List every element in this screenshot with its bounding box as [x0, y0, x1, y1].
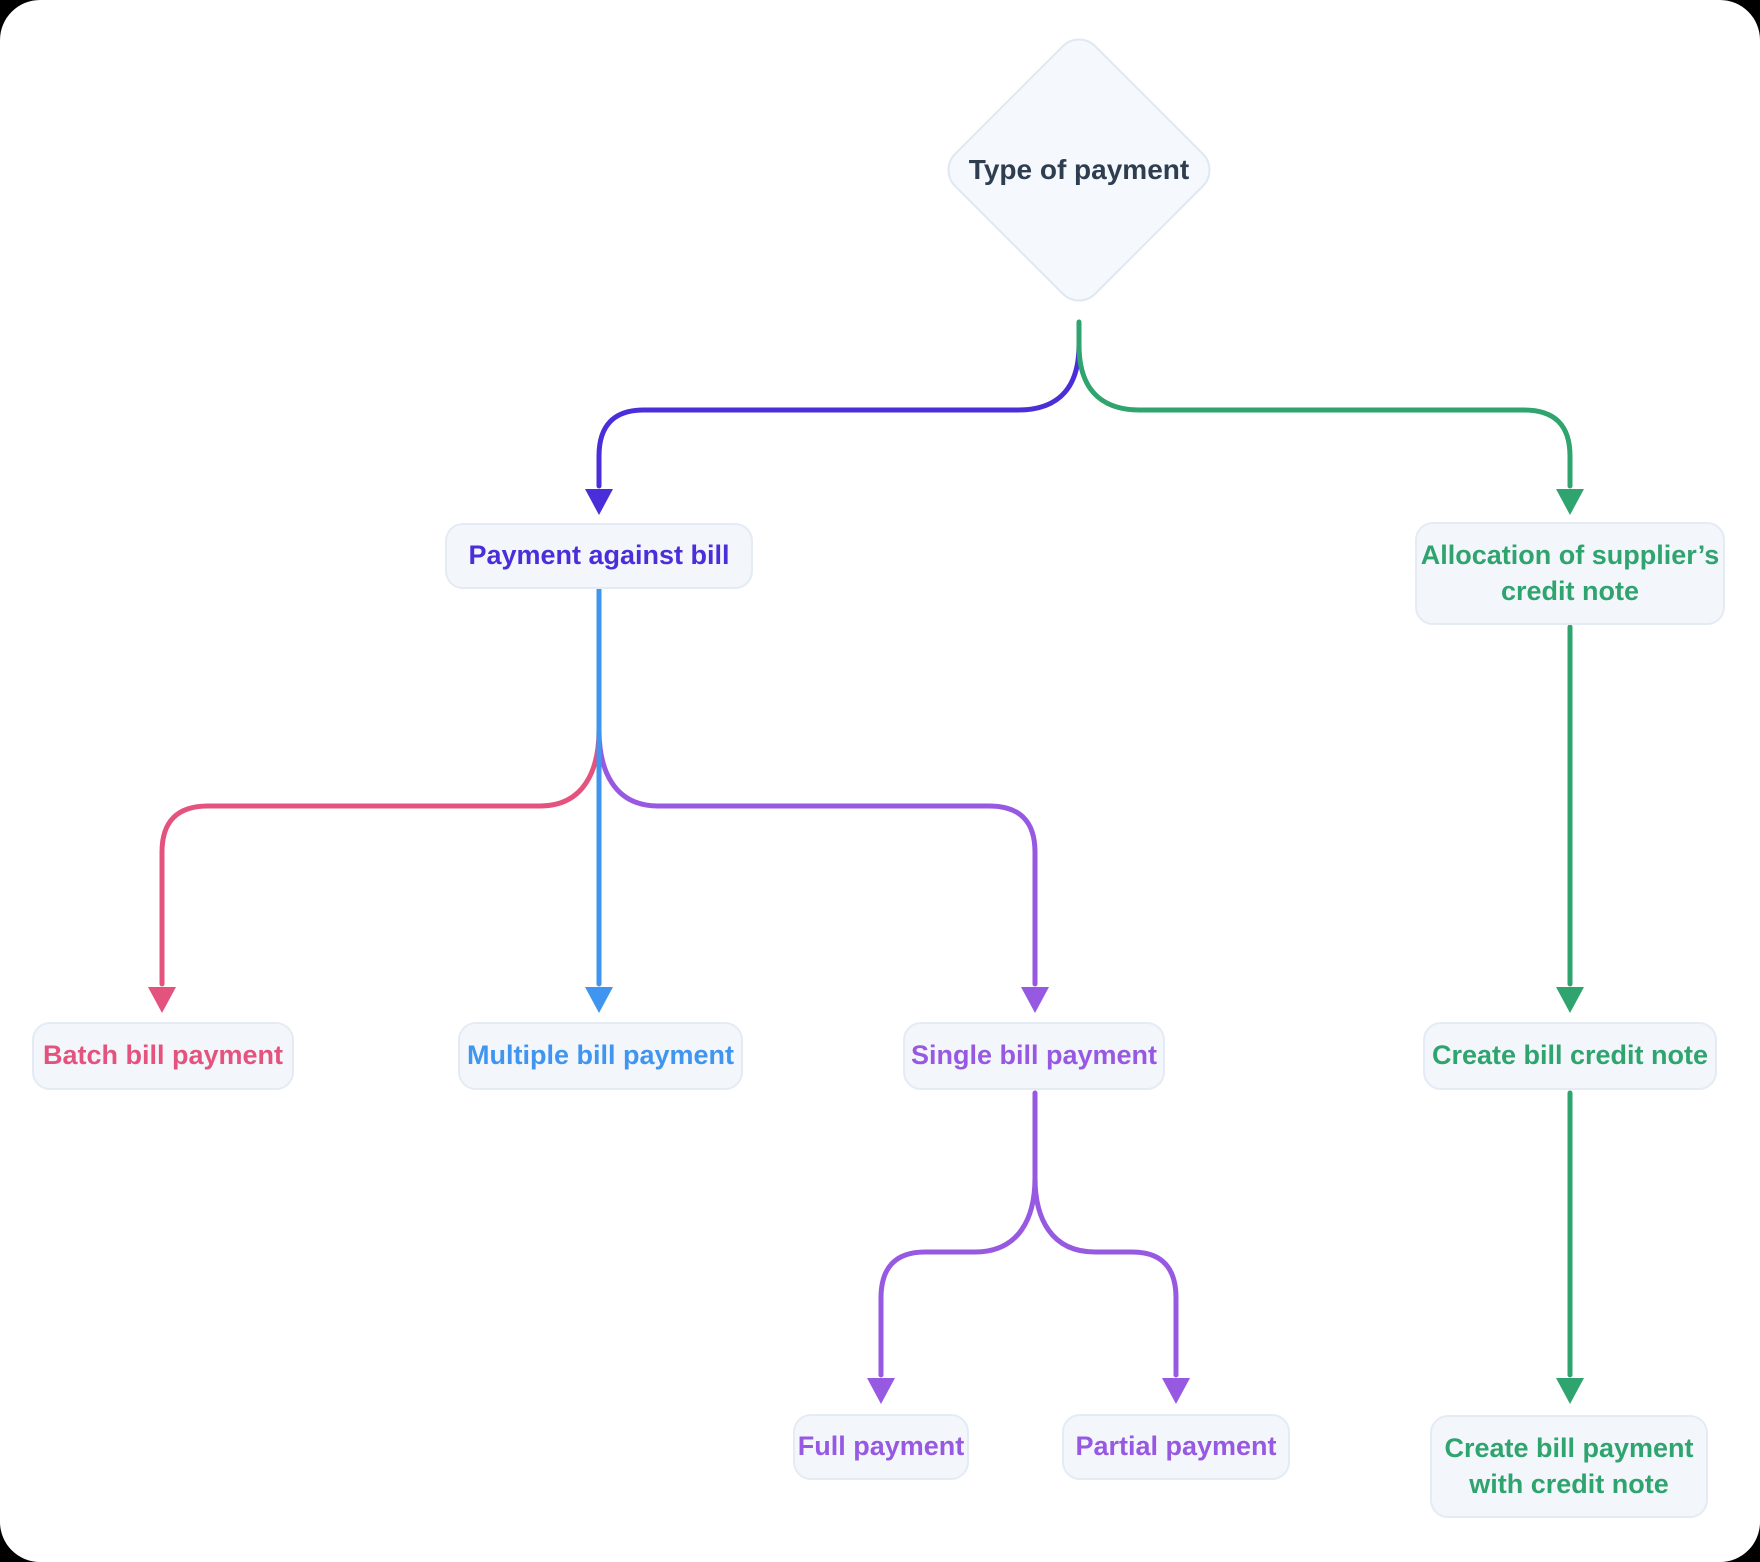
node-partial-payment: Partial payment [1062, 1414, 1290, 1480]
node-multiple-bill-payment: Multiple bill payment [458, 1022, 743, 1090]
create-bill-payment-line-2: with credit note [1469, 1468, 1669, 1499]
node-single-bill-payment-label: Single bill payment [910, 1040, 1158, 1071]
edge-payment-to-batch [159, 727, 602, 987]
node-full-payment: Full payment [793, 1414, 969, 1480]
node-create-bill-payment-label: Create bill payment with credit note [1432, 1431, 1706, 1501]
arrowhead-multiple [585, 987, 613, 1013]
node-payment-against-bill-label: Payment against bill [468, 540, 730, 571]
edge-root-to-payment-against-bill [596, 342, 1082, 489]
allocation-line-1: Allocation of supplier’s [1420, 540, 1720, 571]
edge-single-to-partial [1032, 1175, 1179, 1378]
node-multiple-bill-payment-label: Multiple bill payment [466, 1040, 735, 1071]
edge-root-to-allocation [1076, 319, 1573, 489]
node-batch-bill-payment-label: Batch bill payment [42, 1040, 284, 1071]
allocation-line-2: credit note [1500, 575, 1640, 606]
edge-payment-to-single [596, 727, 1038, 987]
arrowhead-full [867, 1378, 895, 1404]
node-type-of-payment: Type of payment [937, 28, 1221, 312]
node-create-bill-payment-with-credit-note: Create bill payment with credit note [1430, 1415, 1708, 1518]
arrowhead-payment-against-bill [585, 489, 613, 515]
node-create-bill-credit-note-label: Create bill credit note [1431, 1040, 1709, 1071]
node-type-of-payment-label: Type of payment [968, 154, 1190, 185]
node-allocation-label: Allocation of supplier’s credit note [1417, 538, 1723, 608]
arrowhead-batch [148, 987, 176, 1013]
edge-single-to-full [878, 1090, 1038, 1378]
node-single-bill-payment: Single bill payment [903, 1022, 1165, 1090]
create-bill-payment-line-1: Create bill payment [1444, 1433, 1694, 1464]
arrowhead-single [1021, 987, 1049, 1013]
arrowhead-create-credit-note [1556, 987, 1584, 1013]
arrowhead-allocation [1556, 489, 1584, 515]
node-allocation-of-suppliers-credit-note: Allocation of supplier’s credit note [1415, 522, 1725, 625]
node-payment-against-bill: Payment against bill [445, 523, 753, 589]
node-create-bill-credit-note: Create bill credit note [1423, 1022, 1717, 1090]
node-full-payment-label: Full payment [797, 1431, 965, 1462]
arrowhead-create-bill-payment [1556, 1378, 1584, 1404]
arrowhead-partial [1162, 1378, 1190, 1404]
node-batch-bill-payment: Batch bill payment [32, 1022, 294, 1090]
node-partial-payment-label: Partial payment [1075, 1431, 1277, 1462]
